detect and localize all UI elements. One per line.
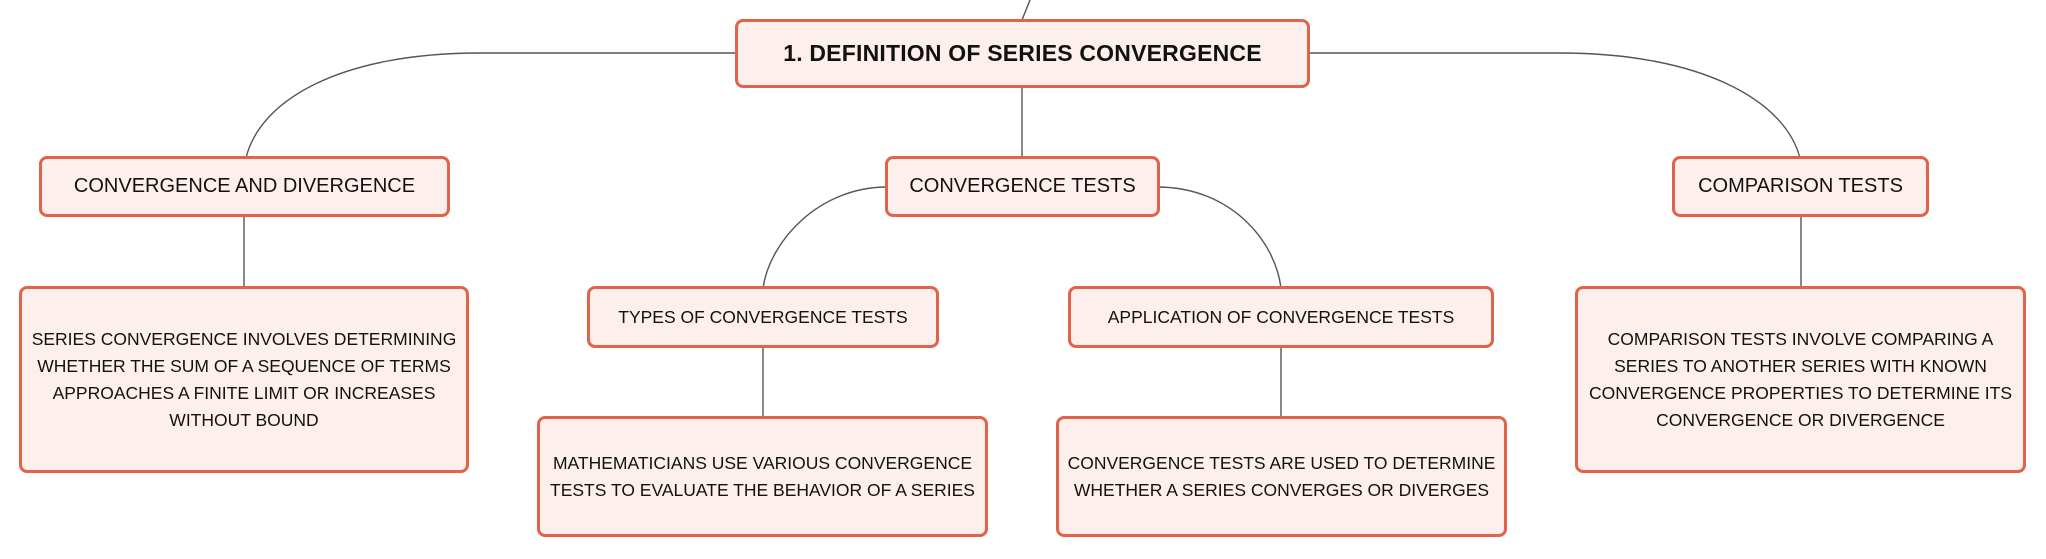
topic-application-of-convergence-tests[interactable]: APPLICATION OF CONVERGENCE TESTS: [1068, 286, 1494, 348]
detail-text: CONVERGENCE TESTS ARE USED TO DETERMINE …: [1067, 452, 1496, 500]
topic-convergence-and-divergence[interactable]: CONVERGENCE AND DIVERGENCE: [39, 156, 450, 217]
detail-text: SERIES CONVERGENCE INVOLVES DETERMINING …: [31, 328, 457, 430]
root-topic[interactable]: 1. DEFINITION OF SERIES CONVERGENCE: [735, 19, 1310, 88]
topic-label: CONVERGENCE AND DIVERGENCE: [73, 175, 416, 197]
topic-convergence-tests[interactable]: CONVERGENCE TESTS: [885, 156, 1160, 217]
detail-application-of-convergence-tests[interactable]: CONVERGENCE TESTS ARE USED TO DETERMINE …: [1056, 416, 1507, 537]
detail-convergence-and-divergence[interactable]: SERIES CONVERGENCE INVOLVES DETERMINING …: [19, 286, 469, 473]
connector-convergence-tests-to-application: [1156, 186, 1282, 289]
detail-types-of-convergence-tests[interactable]: MATHEMATICIANS USE VARIOUS CONVERGENCE T…: [537, 416, 988, 537]
detail-text: COMPARISON TESTS INVOLVE COMPARING A SER…: [1589, 328, 2012, 430]
topic-label: CONVERGENCE TESTS: [909, 175, 1136, 197]
topic-label: APPLICATION OF CONVERGENCE TESTS: [1107, 306, 1455, 327]
connector-root-to-convergence-and-divergence: [245, 52, 737, 159]
connector-convergence-tests-to-types: [762, 186, 888, 289]
topic-types-of-convergence-tests[interactable]: TYPES OF CONVERGENCE TESTS: [587, 286, 939, 348]
connector-to-parent: [1021, 0, 1031, 21]
connector-root-to-comparison-tests: [1309, 52, 1801, 159]
root-topic-label: 1. DEFINITION OF SERIES CONVERGENCE: [783, 40, 1262, 66]
detail-text: MATHEMATICIANS USE VARIOUS CONVERGENCE T…: [550, 452, 975, 500]
topic-label: TYPES OF CONVERGENCE TESTS: [618, 306, 908, 327]
topic-label: COMPARISON TESTS: [1698, 175, 1903, 197]
topic-comparison-tests[interactable]: COMPARISON TESTS: [1672, 156, 1929, 217]
detail-comparison-tests[interactable]: COMPARISON TESTS INVOLVE COMPARING A SER…: [1575, 286, 2026, 473]
